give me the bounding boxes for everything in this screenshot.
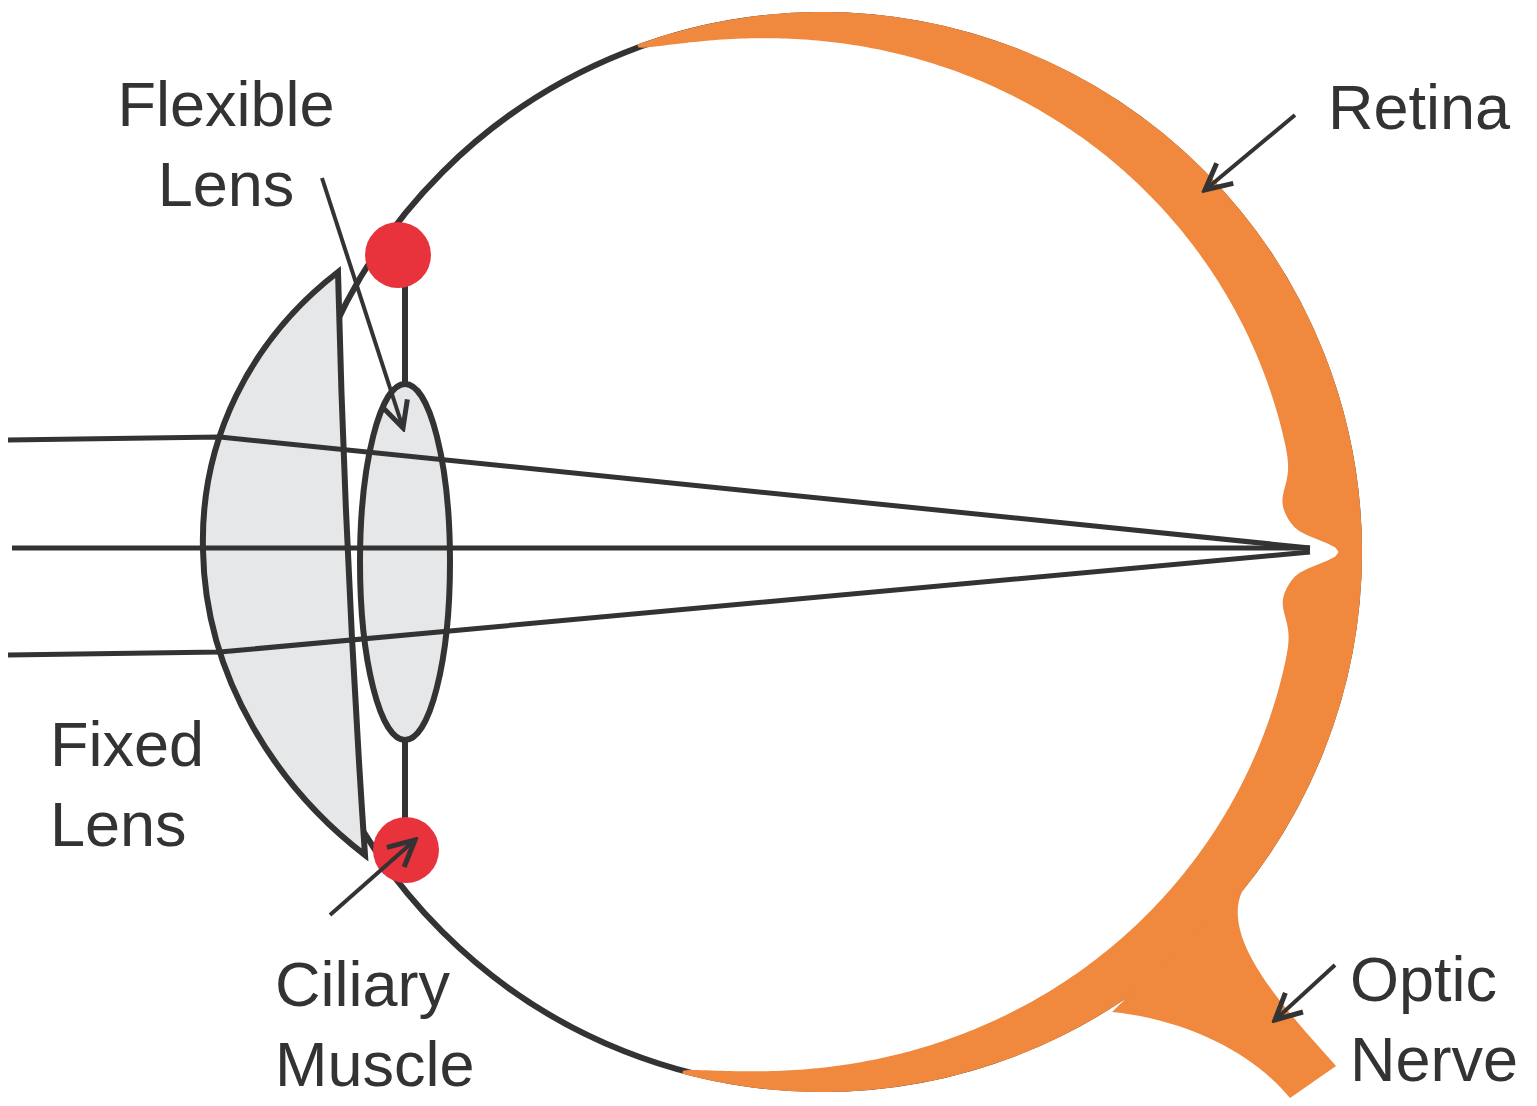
light-ray: [8, 437, 1310, 548]
cornea-lens: [203, 272, 365, 855]
optic-nerve-shape: [1112, 872, 1336, 1098]
light-ray: [8, 552, 1310, 655]
leader-arrow: [1275, 965, 1335, 1020]
part-label: Retina: [1328, 67, 1533, 147]
leader-arrow: [330, 840, 415, 915]
ciliary-muscle-dot: [365, 222, 431, 288]
crystalline-lens: [360, 384, 450, 740]
part-label: Fixed Lens: [50, 704, 230, 864]
part-label: Optic Nerve: [1350, 939, 1534, 1099]
leader-arrow: [1205, 115, 1295, 190]
part-label: Ciliary Muscle: [275, 944, 505, 1104]
light-ray: [12, 546, 1310, 551]
retina-band: [637, 12, 1362, 1092]
leader-arrow: [322, 178, 403, 428]
part-label: Flexible Lens: [101, 64, 351, 224]
